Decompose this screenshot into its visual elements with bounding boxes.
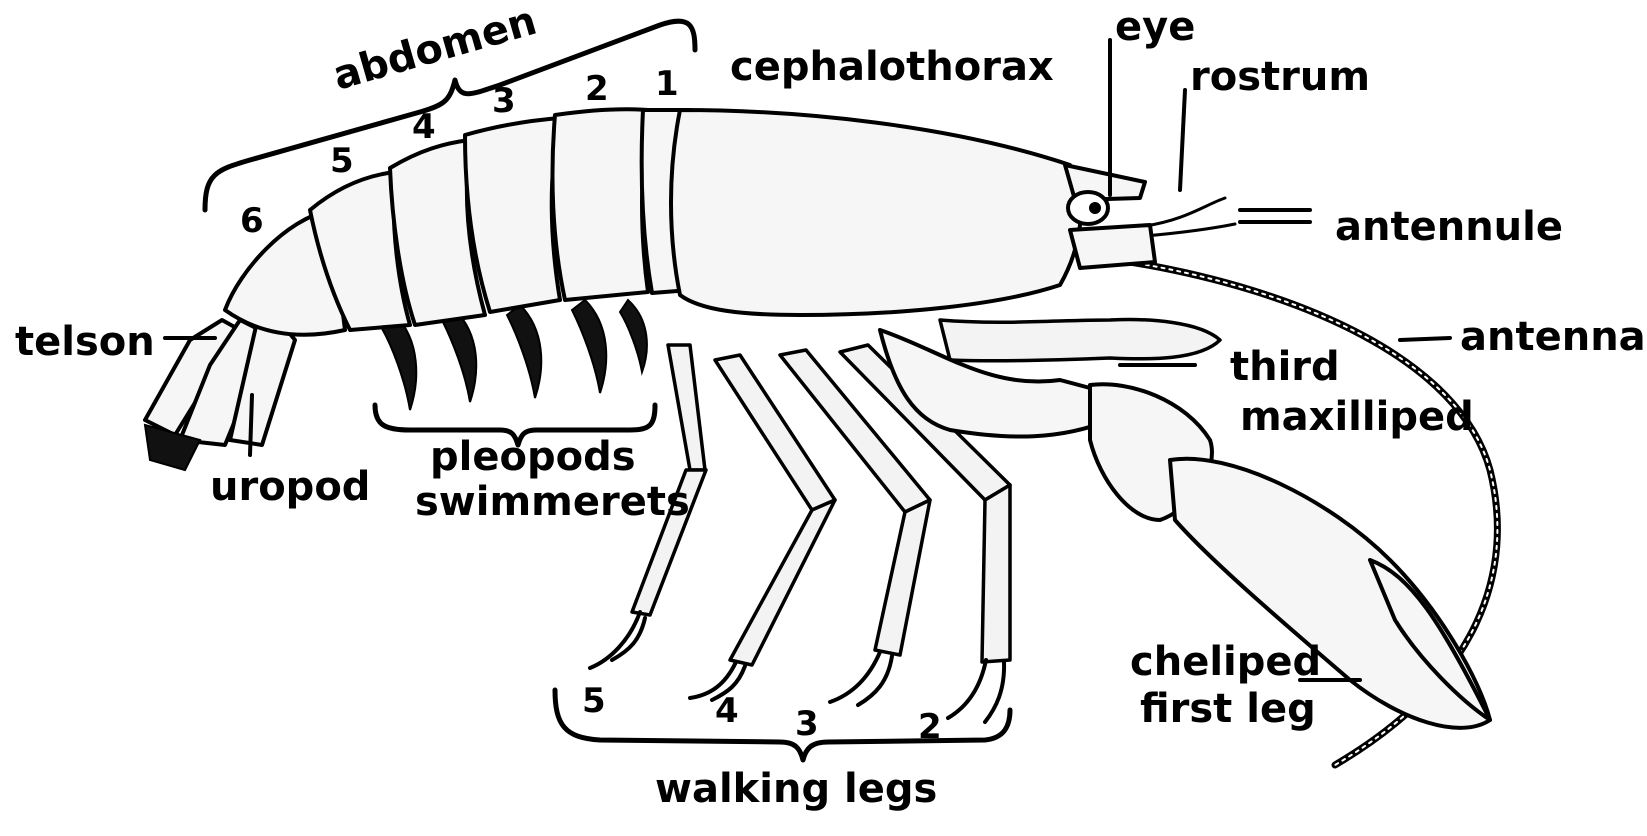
eye-shape [1068, 192, 1108, 224]
abdomen-segment-number: 1 [655, 64, 679, 104]
maxilliped-label: maxilliped [1240, 394, 1474, 440]
first-leg-label: first leg [1140, 686, 1316, 732]
uropod-pointer [250, 395, 252, 455]
third-label: third [1230, 344, 1340, 390]
third-maxilliped-shape [940, 320, 1220, 361]
walking-leg-number: 5 [582, 681, 606, 721]
telson-label: telson [15, 319, 155, 365]
abdomen-segment-number: 4 [412, 107, 436, 147]
abdomen-segment-number: 6 [240, 201, 264, 241]
walking-legs-label: walking legs [655, 766, 937, 812]
abdomen-segment-number: 2 [585, 69, 609, 109]
swimmerets-label: swimmerets [415, 479, 690, 525]
abdomen-body [225, 109, 690, 335]
walking-legs-bracket [555, 690, 1010, 760]
cheliped-label: cheliped [1130, 639, 1321, 685]
walking-leg-4 [690, 355, 835, 700]
cephalothorax-label: cephalothorax [730, 44, 1054, 90]
carapace [671, 110, 1155, 315]
uropod-label: uropod [210, 464, 370, 510]
eye-label: eye [1115, 4, 1195, 50]
antenna-pointer [1400, 338, 1450, 340]
abdomen-segment-number: 5 [330, 141, 354, 181]
walking-leg-number: 3 [795, 704, 819, 744]
abdomen-segment-number: 3 [492, 81, 516, 121]
rostrum-label: rostrum [1190, 54, 1370, 100]
antenna-label: antenna [1460, 314, 1646, 360]
antennule [1145, 198, 1235, 236]
rostrum-pointer [1180, 90, 1185, 190]
antennule-pointer [1240, 210, 1310, 222]
pleopods-label: pleopods [430, 434, 636, 480]
antennule-label: antennule [1335, 204, 1563, 250]
walking-leg-number: 4 [715, 691, 739, 731]
walking-leg-numbers: 5 4 3 2 [582, 681, 942, 747]
walking-leg-number: 2 [918, 707, 942, 747]
